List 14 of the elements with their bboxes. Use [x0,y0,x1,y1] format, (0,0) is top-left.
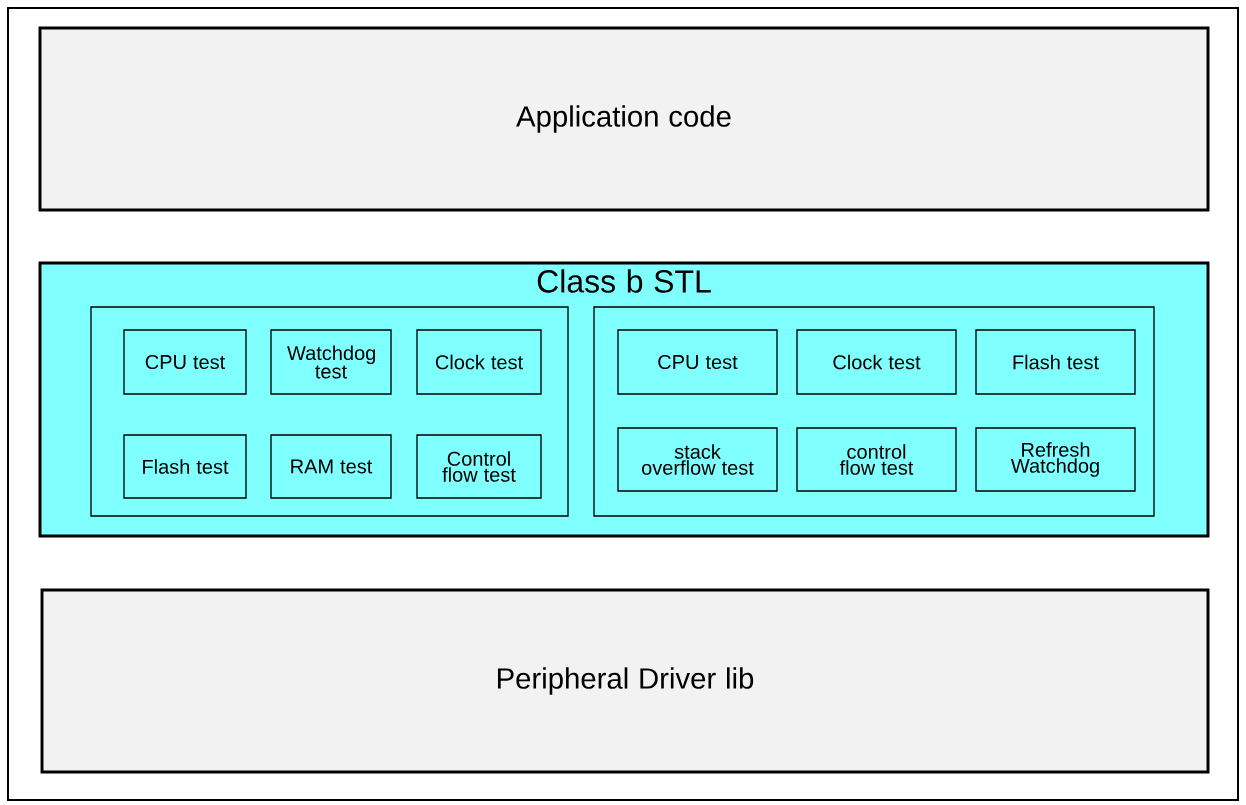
test-box: Clock test [416,329,542,395]
layer-box: Peripheral Driver lib [40,588,1210,774]
test-box: Control flow test [416,434,542,499]
test-box: Clock test [796,329,957,395]
test-box: CPU test [617,329,778,395]
test-box: CPU test [123,329,247,395]
test-box: Watchdog test [270,329,392,395]
test-box: Flash test [123,434,247,499]
test-box: stack overflow test [617,427,778,492]
test-box: RAM test [270,434,392,499]
layer-box: Application code [38,26,1210,212]
test-box: Flash test [975,329,1136,395]
test-box: Refresh Watchdog [975,427,1136,492]
test-box: control flow test [796,427,957,492]
